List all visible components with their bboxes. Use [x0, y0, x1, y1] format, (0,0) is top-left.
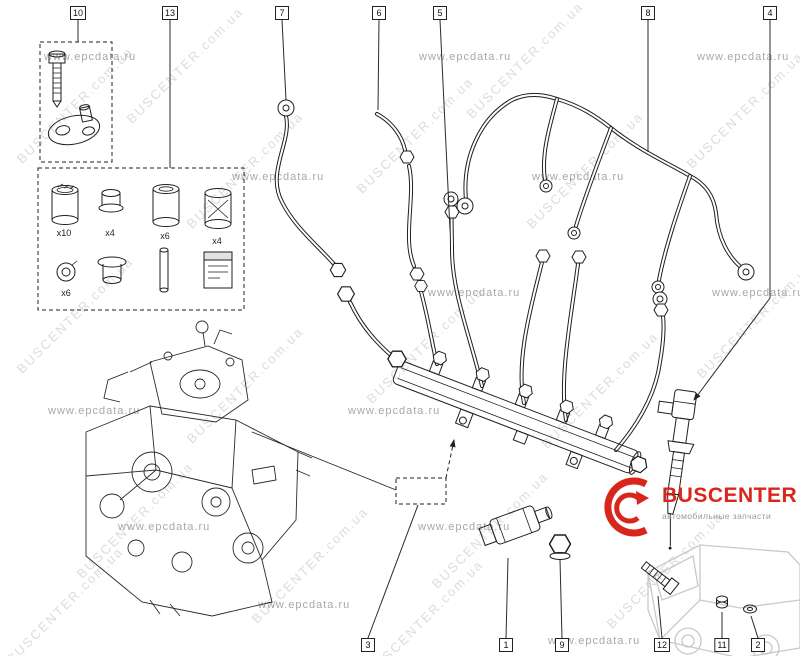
part-10-bolt-and-clamp — [39, 41, 113, 163]
brand-emblem-icon — [604, 477, 649, 537]
fuel-rail — [392, 349, 650, 475]
watermark-site: www.epcdata.ru — [48, 405, 141, 417]
nozzle-washer — [743, 604, 757, 614]
kit-quantity-label: x6 — [160, 231, 170, 241]
reference-annotation — [251, 431, 456, 505]
watermark-site: www.epcdata.ru — [548, 635, 641, 647]
watermark-site: www.epcdata.ru — [418, 521, 511, 533]
callout-12[interactable]: 12 — [653, 638, 671, 652]
callout-10[interactable]: 10 — [69, 6, 87, 20]
small-stud — [716, 595, 728, 609]
rail-inlet-nut — [387, 350, 407, 368]
brand-name: BUSCENTER — [662, 484, 798, 507]
pressure-sensor — [478, 505, 553, 547]
callout-3[interactable]: 3 — [361, 638, 375, 652]
truck-illustration — [647, 544, 800, 656]
engine-pump-assembly — [85, 320, 313, 617]
callout-4[interactable]: 4 — [763, 6, 777, 20]
brand-tagline: автомобильные запчасти — [662, 511, 772, 521]
callout-9[interactable]: 9 — [555, 638, 569, 652]
kit-quantity-label: x6 — [61, 288, 71, 298]
part-13-seal-kit — [37, 167, 245, 311]
callout-2[interactable]: 2 — [751, 638, 765, 652]
kit-quantity-label: x4 — [212, 236, 222, 246]
callout-13[interactable]: 13 — [161, 6, 179, 20]
callout-5[interactable]: 5 — [433, 6, 447, 20]
watermark-site: www.epcdata.ru — [258, 599, 351, 611]
kit-quantity-label: x4 — [105, 228, 115, 238]
watermark-site: www.epcdata.ru — [428, 287, 521, 299]
watermark-site: www.epcdata.ru — [348, 405, 441, 417]
brand-logo: BUSCENTER автомобильные запчасти — [592, 468, 797, 552]
callout-1[interactable]: 1 — [499, 638, 513, 652]
mount-bolt — [640, 561, 680, 596]
callout-7[interactable]: 7 — [275, 6, 289, 20]
callout-8[interactable]: 8 — [641, 6, 655, 20]
watermark-site: www.epcdata.ru — [532, 171, 625, 183]
sensor-nut — [548, 534, 572, 560]
callout-11[interactable]: 11 — [714, 638, 730, 652]
watermark-site: www.epcdata.ru — [118, 521, 211, 533]
return-hose-assembly — [456, 92, 755, 294]
kit-quantity-label: x10 — [56, 228, 72, 238]
injector — [657, 389, 698, 550]
callout-6[interactable]: 6 — [372, 6, 386, 20]
